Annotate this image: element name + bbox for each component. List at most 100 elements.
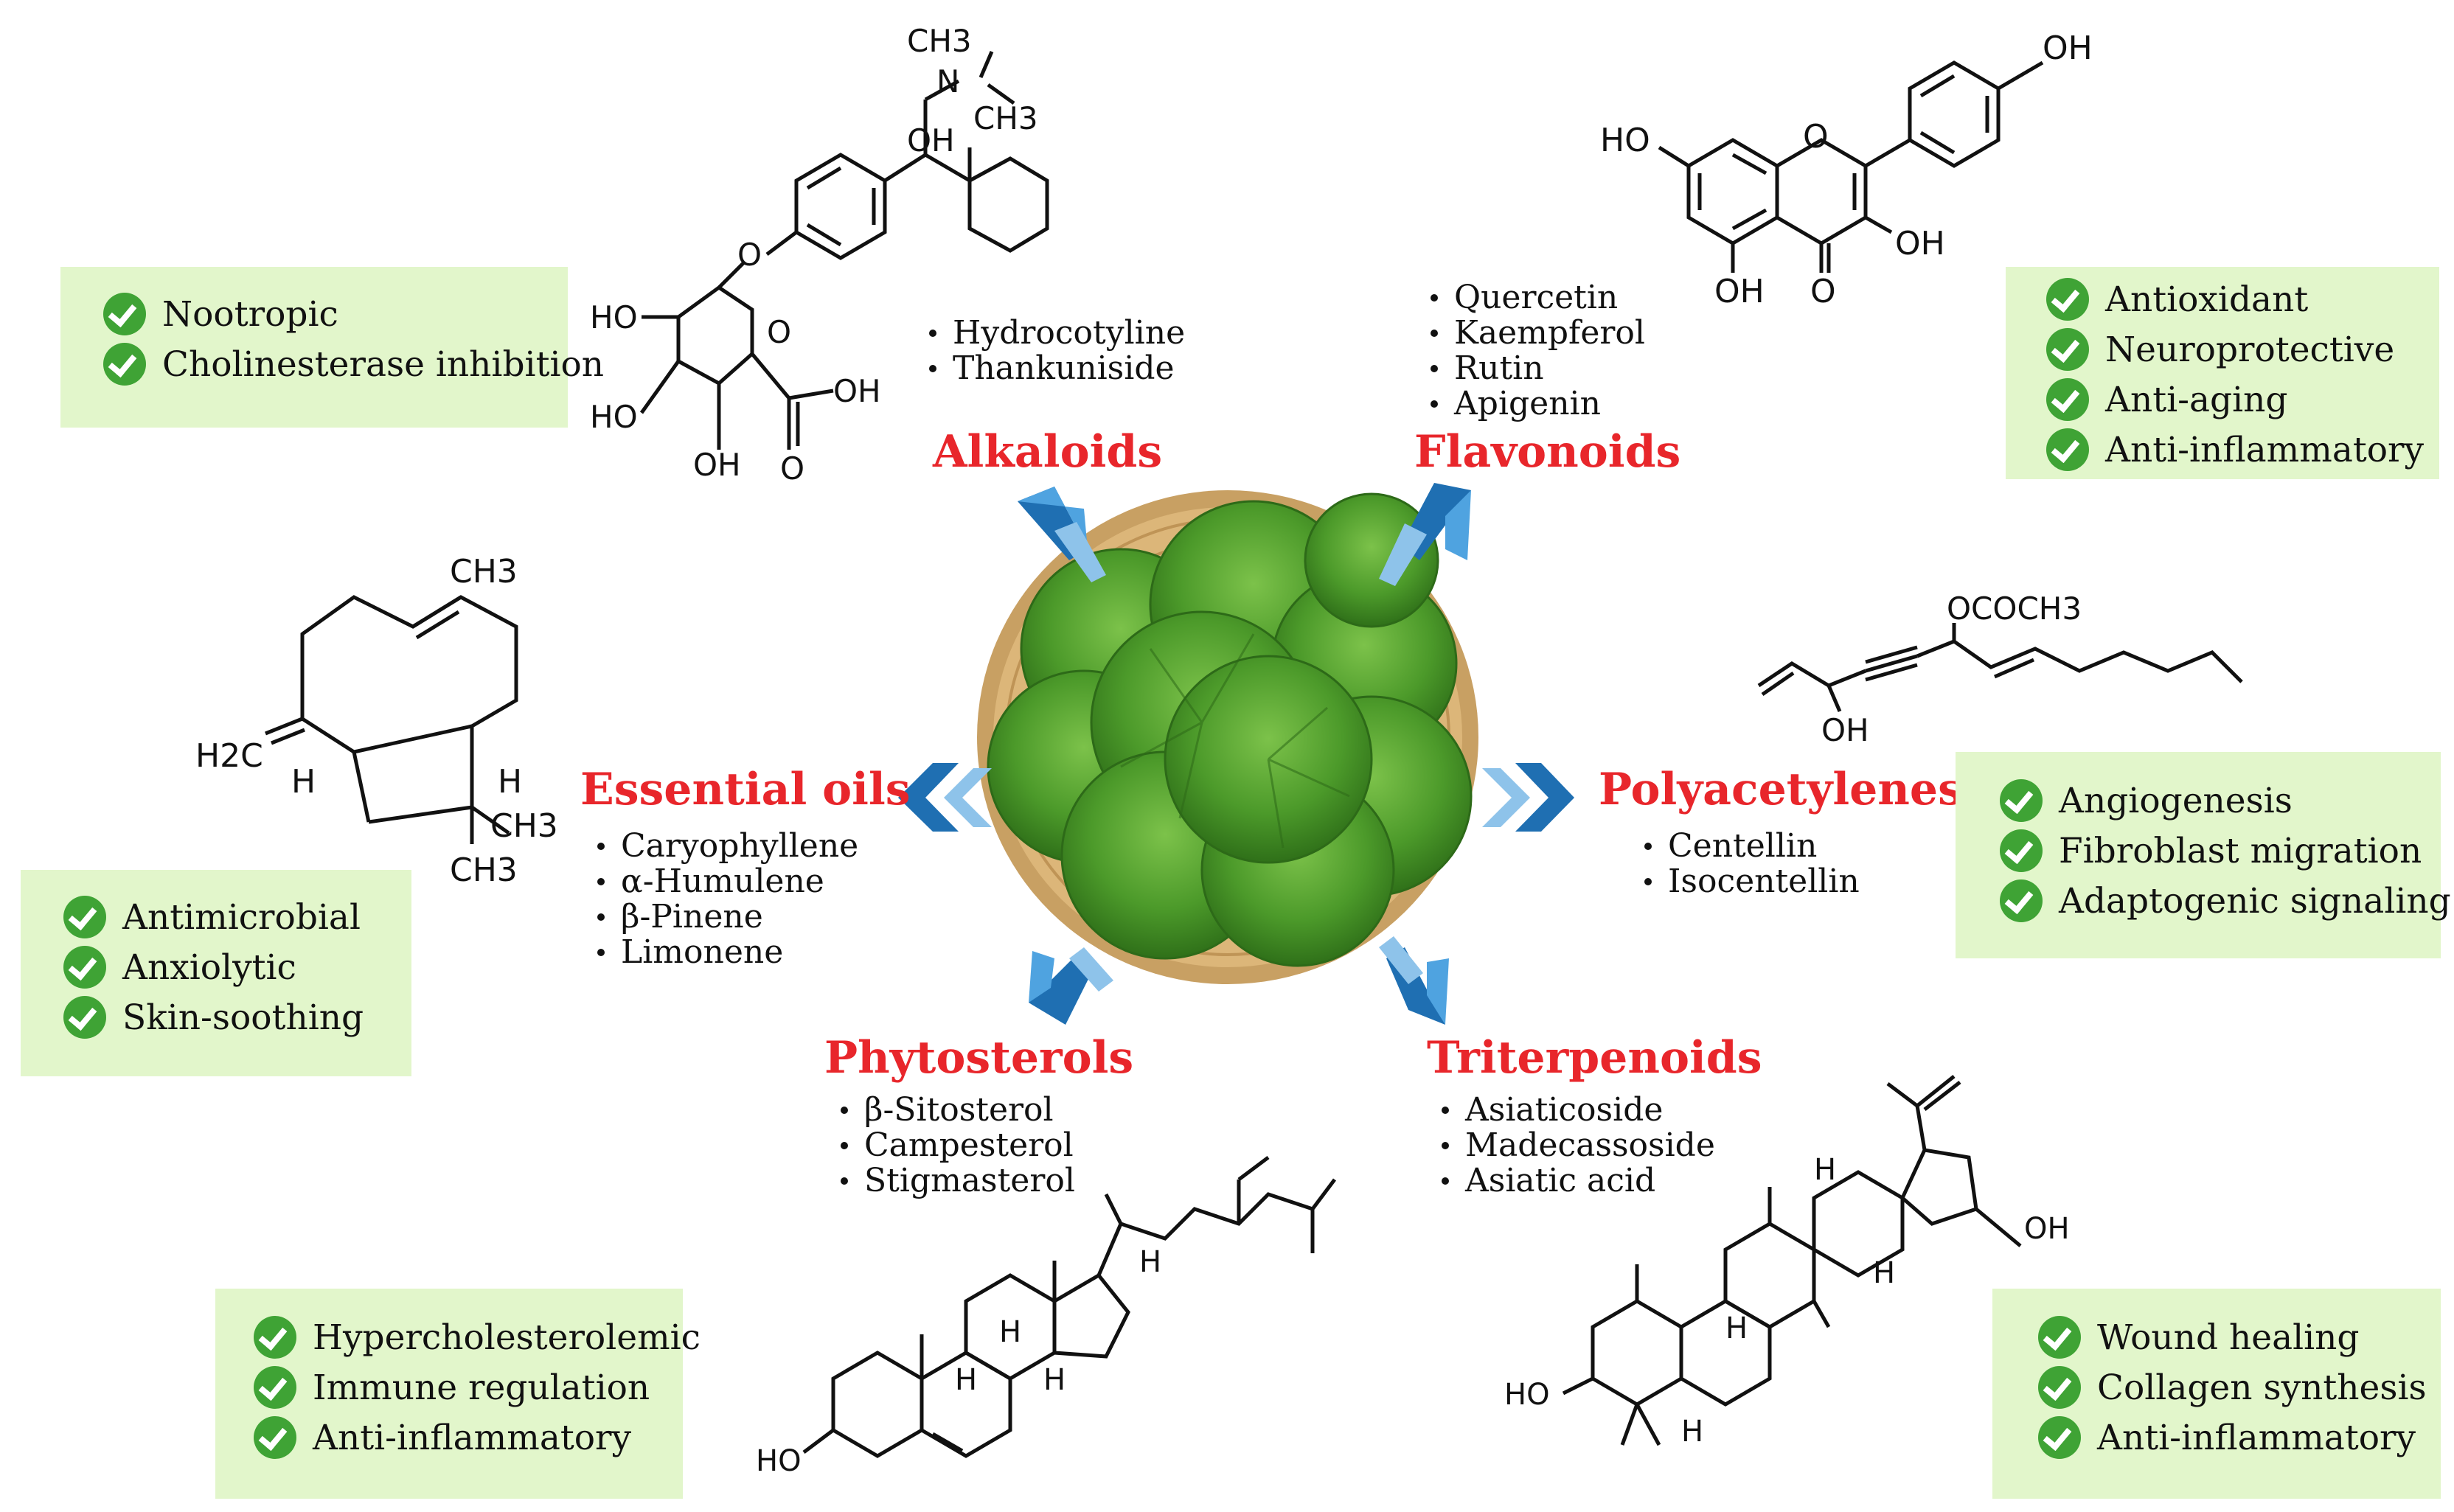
centella-basket-illustration bbox=[977, 490, 1478, 984]
eo-ch3-b: CH3 bbox=[450, 851, 518, 889]
benefit-item: Cholinesterase inhibition bbox=[103, 339, 604, 389]
caryophyllene-structure bbox=[265, 595, 518, 844]
benefit-item: Collagen synthesis bbox=[2038, 1362, 2427, 1412]
poly-oh: OH bbox=[1821, 712, 1869, 748]
check-icon bbox=[2038, 1316, 2081, 1359]
list-item: β-Sitosterol bbox=[841, 1093, 1075, 1128]
alk-ch3-top: CH3 bbox=[907, 23, 972, 59]
eo-h2c: H2C bbox=[195, 737, 263, 775]
category-phytosterols: Phytosterols bbox=[824, 1032, 1134, 1084]
phyto-h-4: H bbox=[1139, 1245, 1161, 1279]
alk-oh-bottom: OH bbox=[693, 447, 741, 483]
category-triterpenoids: Triterpenoids bbox=[1427, 1032, 1762, 1084]
alk-oh-label: OH bbox=[907, 122, 955, 158]
benefits-box-phytosterols: Hypercholesterolemic Immune regulation A… bbox=[215, 1289, 701, 1499]
trit-h-4: H bbox=[1681, 1415, 1703, 1449]
flav-ho: HO bbox=[1600, 122, 1650, 159]
check-icon bbox=[254, 1316, 296, 1359]
benefit-item: Anti-inflammatory bbox=[254, 1412, 661, 1463]
check-icon bbox=[2038, 1416, 2081, 1459]
check-icon bbox=[2000, 829, 2043, 872]
alk-ch3-right: CH3 bbox=[973, 100, 1038, 136]
trit-h-2: H bbox=[1725, 1311, 1748, 1345]
check-icon bbox=[103, 343, 146, 386]
list-item: Centellin bbox=[1644, 829, 1860, 864]
list-item: β-Pinene bbox=[597, 899, 858, 935]
check-icon bbox=[63, 946, 106, 989]
benefit-item: Antioxidant bbox=[2046, 274, 2417, 324]
check-icon bbox=[2046, 328, 2089, 371]
list-item: Campesterol bbox=[841, 1128, 1075, 1163]
category-flavonoids: Flavonoids bbox=[1414, 426, 1681, 478]
check-icon bbox=[2000, 779, 2043, 822]
benefits-box-polyacetylenes: Angiogenesis Fibroblast migration Adapto… bbox=[1956, 752, 2451, 958]
arrow-polyacetylenes bbox=[1482, 763, 1574, 832]
compound-list-essential-oils: Caryophyllene α-Humulene β-Pinene Limone… bbox=[597, 829, 858, 970]
arrow-essential-oils bbox=[898, 763, 992, 832]
trit-oh: OH bbox=[2024, 1212, 2070, 1246]
benefits-box-alkaloids: Nootropic Cholinesterase inhibition bbox=[60, 267, 604, 428]
category-polyacetylenes: Polyacetylenes bbox=[1599, 764, 1963, 815]
flav-o-keto: O bbox=[1810, 273, 1836, 310]
trit-h-1: H bbox=[1814, 1153, 1836, 1187]
benefit-item: Skin-soothing bbox=[63, 992, 389, 1042]
eo-ch3-a: CH3 bbox=[490, 807, 558, 845]
compound-list-phytosterols: β-Sitosterol Campesterol Stigmasterol bbox=[841, 1093, 1075, 1199]
list-item: Apigenin bbox=[1431, 386, 1645, 422]
check-icon bbox=[2038, 1366, 2081, 1409]
check-icon bbox=[2046, 428, 2089, 471]
list-item: Thankuniside bbox=[929, 351, 1185, 386]
list-item: Isocentellin bbox=[1644, 864, 1860, 899]
list-item: Stigmasterol bbox=[841, 1163, 1075, 1199]
benefit-item: Anxiolytic bbox=[63, 942, 389, 992]
benefit-item: Anti-inflammatory bbox=[2038, 1412, 2419, 1463]
check-icon bbox=[2046, 378, 2089, 421]
arrow-flavonoids bbox=[1379, 483, 1471, 586]
alk-o-link: O bbox=[737, 237, 762, 273]
flav-oh-5: OH bbox=[1714, 273, 1765, 310]
alkaloid-structure bbox=[639, 51, 1049, 450]
alk-oh-acid: OH bbox=[833, 373, 881, 409]
check-icon bbox=[254, 1366, 296, 1409]
benefit-item: Anti-inflammatory bbox=[2046, 425, 2424, 475]
alk-ho-2: HO bbox=[590, 399, 638, 435]
check-icon bbox=[103, 293, 146, 335]
flav-oh-top: OH bbox=[2043, 29, 2093, 67]
trit-ho: HO bbox=[1504, 1378, 1550, 1412]
check-icon bbox=[2000, 879, 2043, 922]
flav-o-ring: O bbox=[1803, 118, 1829, 156]
list-item: Caryophyllene bbox=[597, 829, 858, 864]
eo-h-right: H bbox=[498, 763, 522, 801]
benefit-item: Hypercholesterolemic bbox=[254, 1312, 701, 1362]
arrow-triterpenoids bbox=[1379, 936, 1449, 1025]
benefits-box-essential-oils: Antimicrobial Anxiolytic Skin-soothing bbox=[21, 870, 411, 1076]
benefit-item: Angiogenesis bbox=[2000, 776, 2419, 826]
benefit-item: Immune regulation bbox=[254, 1362, 661, 1412]
list-item: Rutin bbox=[1431, 351, 1645, 386]
list-item: Asiaticoside bbox=[1442, 1093, 1715, 1128]
check-icon bbox=[63, 996, 106, 1039]
poly-ococh3: OCOCH3 bbox=[1947, 590, 2082, 627]
category-essential-oils: Essential oils bbox=[580, 764, 911, 815]
benefit-item: Neuroprotective bbox=[2046, 324, 2417, 374]
phyto-h-1: H bbox=[999, 1315, 1021, 1349]
check-icon bbox=[254, 1416, 296, 1459]
benefit-item: Nootropic bbox=[103, 289, 546, 339]
check-icon bbox=[2046, 278, 2089, 321]
check-icon bbox=[63, 896, 106, 938]
phyto-h-3: H bbox=[1043, 1363, 1066, 1397]
phytosterol-structure bbox=[802, 1156, 1336, 1458]
triterpenoid-structure bbox=[1562, 1075, 2022, 1446]
compound-list-polyacetylenes: Centellin Isocentellin bbox=[1644, 829, 1860, 899]
compound-list-triterpenoids: Asiaticoside Madecassoside Asiatic acid bbox=[1442, 1093, 1715, 1199]
eo-ch3: CH3 bbox=[450, 553, 518, 590]
compound-list-flavonoids: Quercetin Kaempferol Rutin Apigenin bbox=[1431, 280, 1645, 422]
alk-n-label: N bbox=[936, 63, 959, 100]
alk-ho-1: HO bbox=[590, 299, 638, 335]
list-item: Madecassoside bbox=[1442, 1128, 1715, 1163]
benefits-box-triterpenoids: Wound healing Collagen synthesis Anti-in… bbox=[1992, 1289, 2441, 1499]
list-item: Hydrocotyline bbox=[929, 316, 1185, 351]
arrow-alkaloids bbox=[1018, 487, 1106, 582]
alk-o-acid: O bbox=[780, 450, 804, 487]
